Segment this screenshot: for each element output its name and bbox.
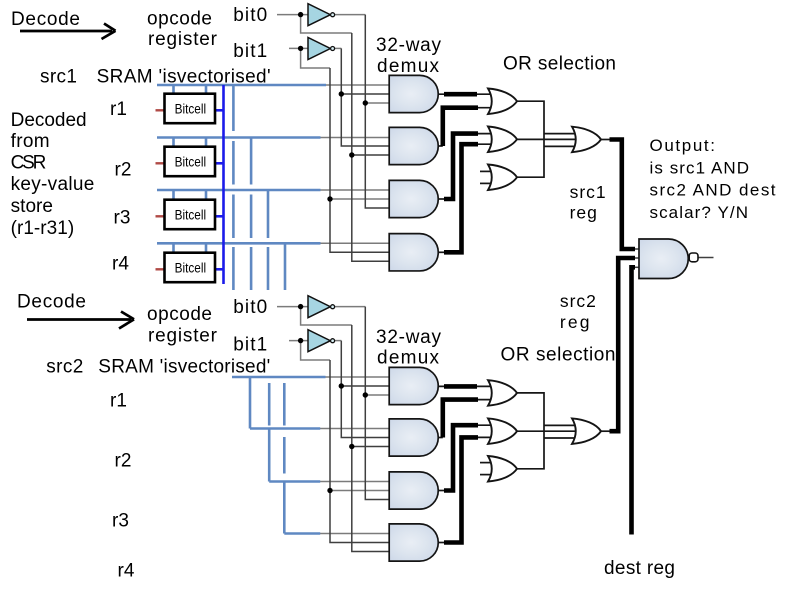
svg-text:r1: r1 — [110, 99, 127, 120]
svg-text:r2: r2 — [115, 160, 132, 181]
svg-text:Output:: Output: — [650, 136, 716, 155]
svg-text:(r1-r31): (r1-r31) — [11, 218, 75, 239]
svg-text:Bitcell: Bitcell — [175, 154, 207, 169]
svg-text:Bitcell: Bitcell — [175, 101, 207, 116]
svg-text:OR selection: OR selection — [501, 345, 616, 366]
svg-text:Decode: Decode — [11, 9, 80, 30]
svg-text:register: register — [148, 325, 218, 346]
svg-text:bit1: bit1 — [233, 41, 267, 62]
svg-text:src2: src2 — [46, 357, 83, 378]
svg-text:bit0: bit0 — [233, 297, 267, 318]
svg-text:register: register — [148, 29, 218, 50]
svg-text:demux: demux — [377, 56, 440, 77]
svg-text:OR selection: OR selection — [503, 53, 616, 74]
svg-text:r1: r1 — [110, 391, 127, 412]
svg-text:CSR: CSR — [11, 152, 47, 173]
svg-text:reg: reg — [570, 202, 597, 222]
svg-text:src1: src1 — [40, 67, 77, 88]
svg-text:r2: r2 — [115, 451, 132, 472]
svg-text:SRAM 'isvectorised': SRAM 'isvectorised' — [97, 67, 271, 88]
svg-text:store: store — [11, 196, 53, 217]
svg-text:r4: r4 — [118, 561, 135, 582]
svg-text:opcode: opcode — [147, 9, 212, 30]
svg-text:from: from — [11, 131, 50, 152]
svg-text:r3: r3 — [112, 511, 129, 532]
svg-text:r3: r3 — [114, 208, 131, 229]
svg-text:dest reg: dest reg — [604, 558, 675, 579]
svg-text:Decoded: Decoded — [11, 110, 87, 131]
svg-text:r4: r4 — [112, 254, 129, 275]
svg-text:src2: src2 — [560, 291, 596, 311]
svg-text:32-way: 32-way — [376, 35, 442, 56]
svg-text:src2 AND dest: src2 AND dest — [650, 181, 776, 200]
svg-text:SRAM 'isvectorised': SRAM 'isvectorised' — [98, 357, 270, 378]
svg-text:Decode: Decode — [17, 292, 86, 313]
svg-text:Bitcell: Bitcell — [175, 207, 207, 222]
svg-text:Bitcell: Bitcell — [175, 260, 207, 275]
svg-text:opcode: opcode — [147, 304, 212, 325]
svg-text:reg: reg — [560, 312, 590, 332]
svg-text:demux: demux — [377, 347, 440, 368]
svg-text:scalar? Y/N: scalar? Y/N — [650, 203, 749, 222]
svg-text:key-value: key-value — [11, 174, 95, 195]
svg-text:32-way: 32-way — [376, 327, 442, 348]
svg-text:is src1 AND: is src1 AND — [650, 159, 750, 178]
svg-text:src1: src1 — [570, 182, 606, 202]
svg-text:bit1: bit1 — [233, 335, 267, 356]
svg-text:bit0: bit0 — [233, 5, 267, 26]
